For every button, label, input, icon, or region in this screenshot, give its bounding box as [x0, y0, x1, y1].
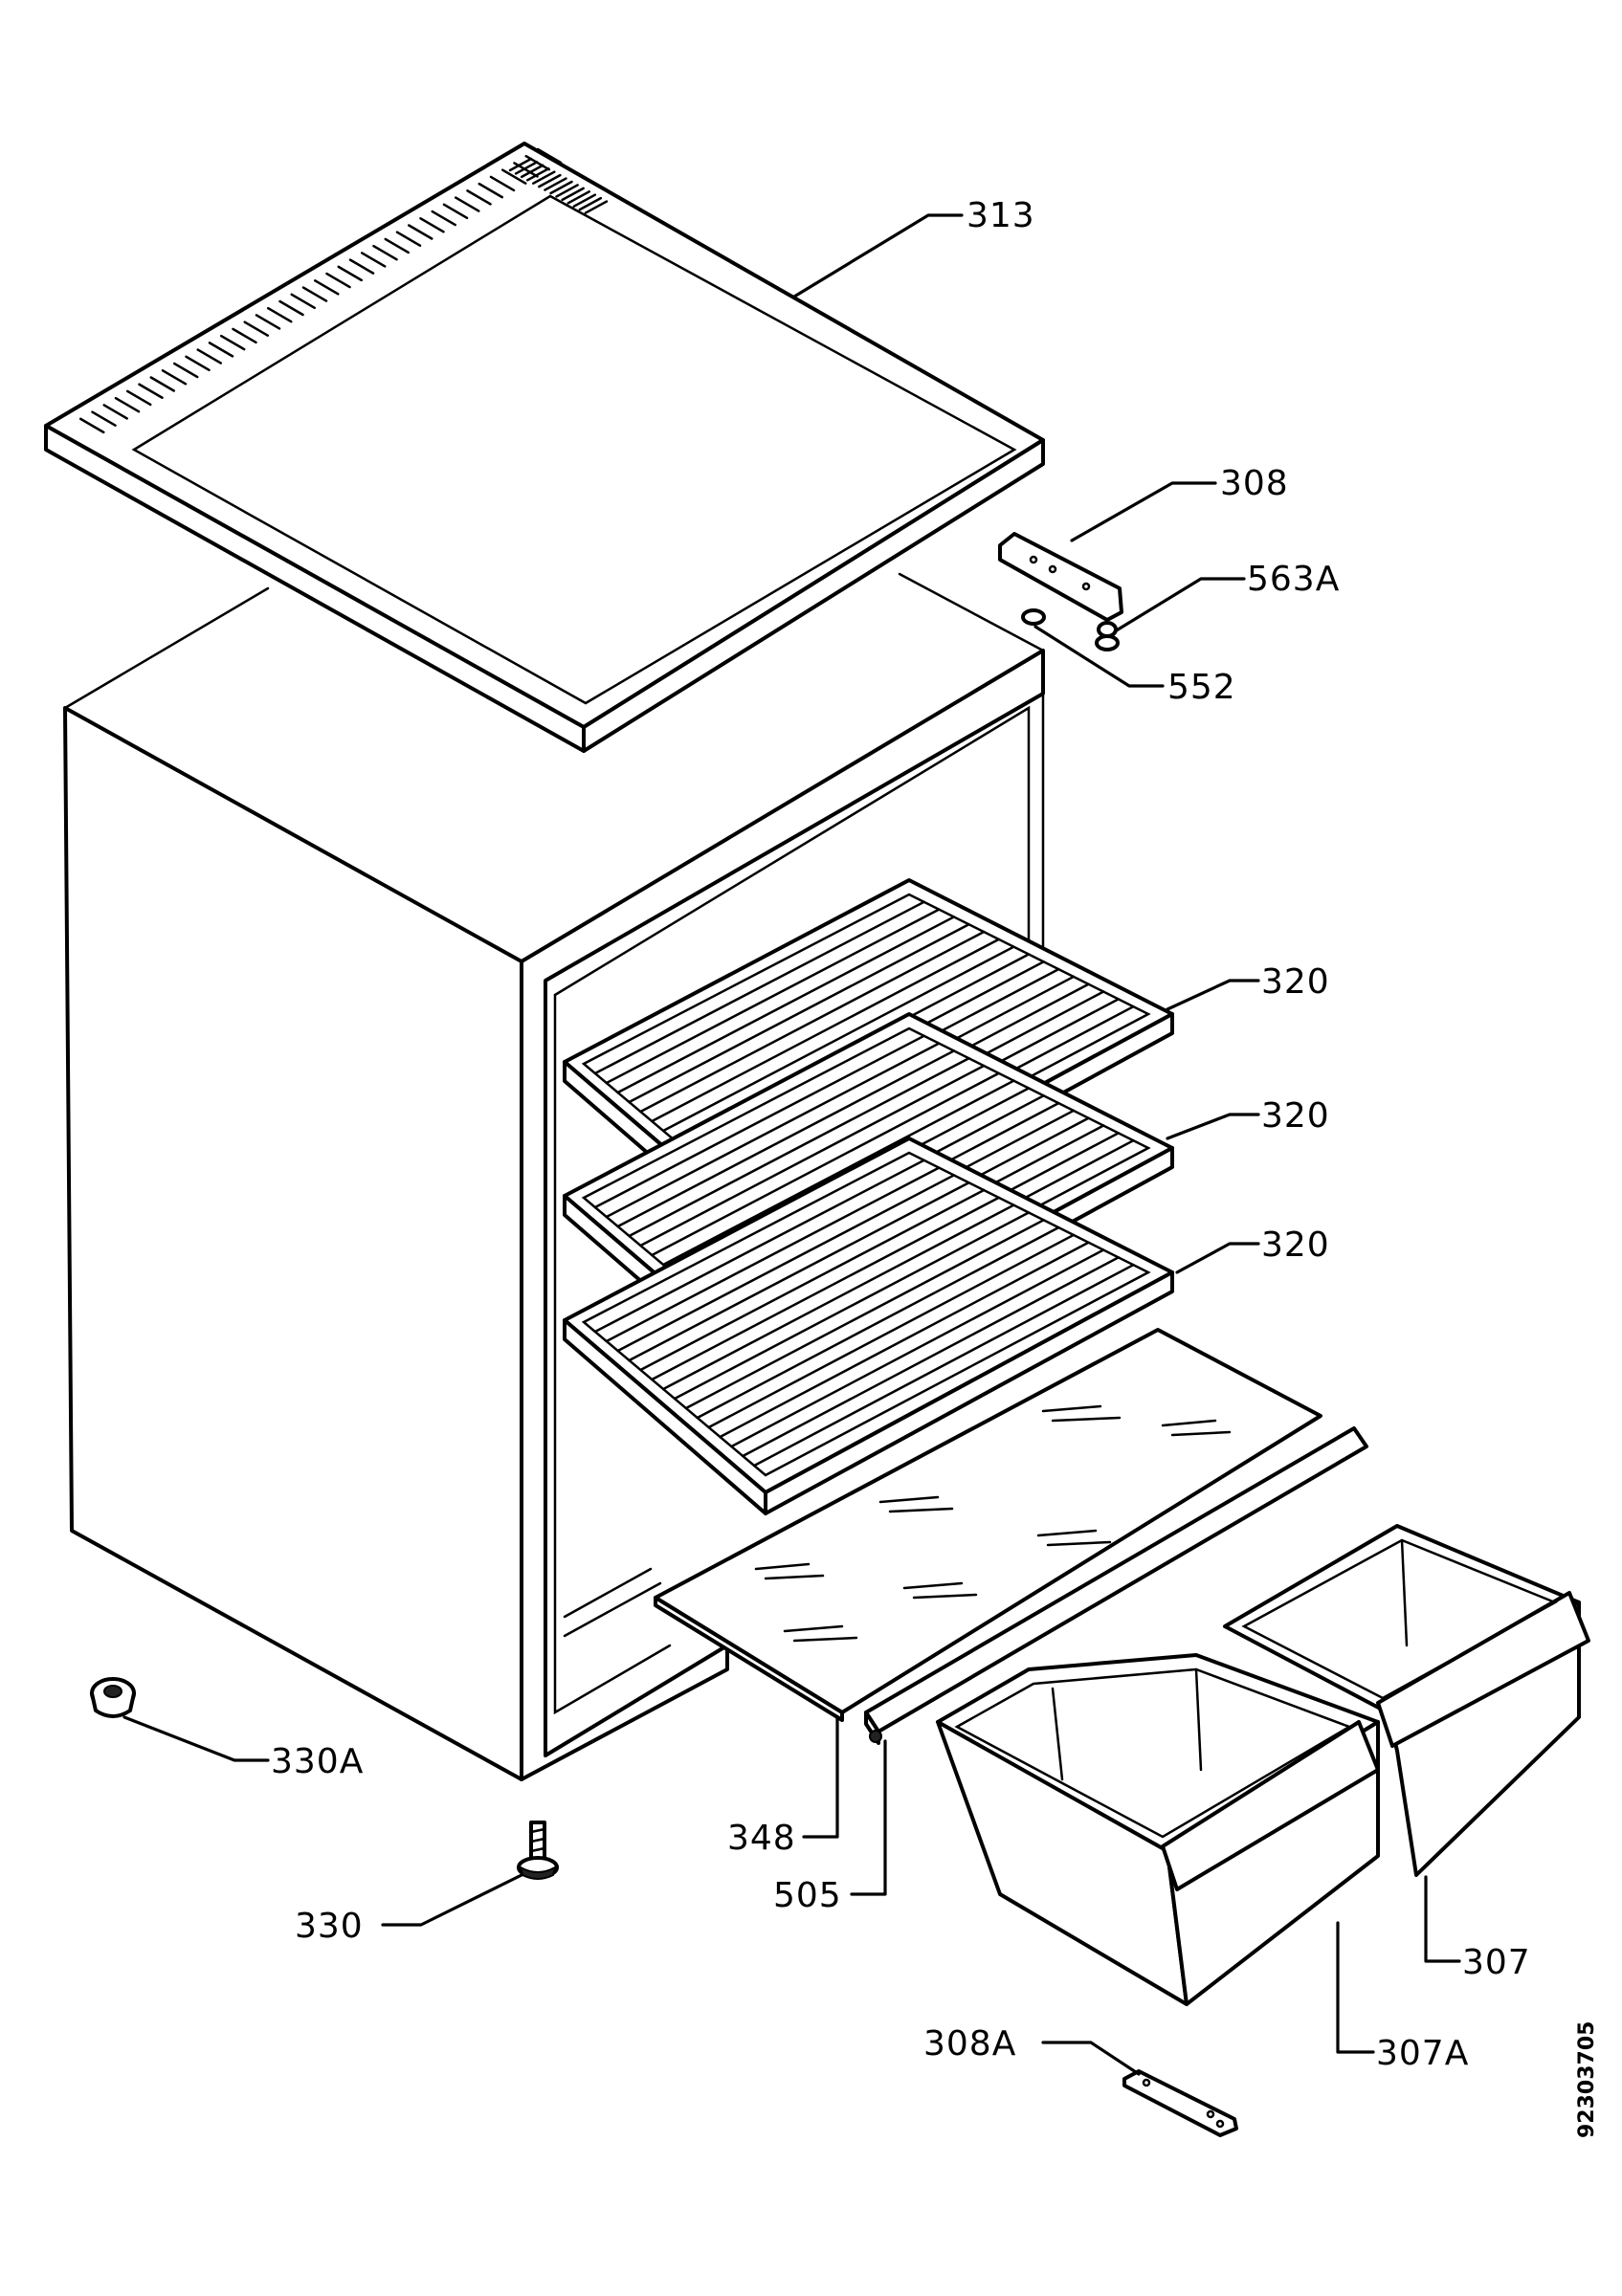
label-308a: 308A — [923, 2024, 1016, 2064]
label-320-bottom: 320 — [1261, 1225, 1330, 1265]
cabinet-body — [63, 572, 1045, 1781]
label-330a: 330A — [271, 1742, 364, 1781]
shelf-strip-part — [864, 1426, 1368, 1745]
hinge-top-part — [998, 532, 1123, 622]
label-330: 330 — [295, 1907, 364, 1946]
label-348: 348 — [727, 1819, 796, 1858]
label-320-middle: 320 — [1261, 1096, 1330, 1136]
label-308: 308 — [1220, 464, 1289, 503]
shelf-bottom-part — [563, 1137, 1174, 1515]
document-number: 92303705 — [1575, 2021, 1599, 2138]
part-labels: 313 308 563A 552 320 320 320 330A 330 34… — [271, 196, 1599, 2138]
label-563a: 563A — [1247, 560, 1340, 599]
hinge-bottom-part — [1122, 2069, 1238, 2137]
hinge-pin-part — [1095, 621, 1120, 651]
label-505: 505 — [773, 1876, 842, 1915]
label-307a: 307A — [1376, 2034, 1469, 2073]
top-cover-part — [44, 142, 1045, 753]
label-552: 552 — [1167, 668, 1236, 707]
foot-cap-part — [90, 1677, 136, 1718]
label-320-top: 320 — [1261, 962, 1330, 1002]
shelves-group — [563, 878, 1174, 1515]
crisper-large-part — [936, 1653, 1380, 2006]
crisper-small-part — [1223, 1524, 1590, 1877]
adjustable-foot-part — [517, 1821, 559, 1880]
washer-part — [1021, 608, 1046, 626]
leader-lines — [122, 213, 1461, 2076]
glass-shelf-part — [654, 1328, 1322, 1722]
label-307: 307 — [1462, 1943, 1531, 1982]
label-313: 313 — [967, 196, 1035, 235]
